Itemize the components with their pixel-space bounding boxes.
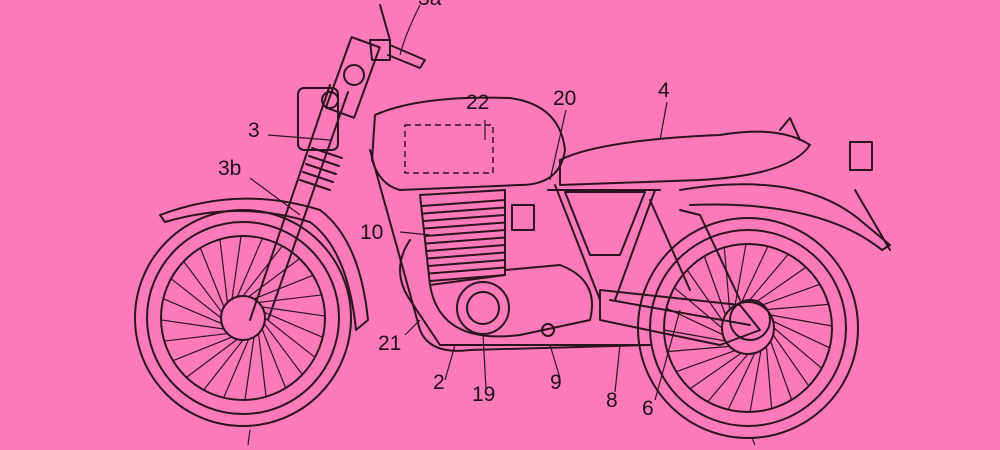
front-fender bbox=[159, 197, 369, 331]
spoke bbox=[258, 294, 322, 304]
spoke bbox=[244, 336, 255, 401]
leader-lines bbox=[247, 101, 756, 446]
spoke bbox=[261, 328, 287, 389]
spoke bbox=[773, 327, 823, 369]
cooling-fin bbox=[427, 259, 506, 267]
spoke bbox=[727, 352, 756, 410]
spoke bbox=[231, 235, 242, 300]
spoke bbox=[264, 311, 323, 338]
spoke bbox=[772, 320, 830, 349]
spoke bbox=[263, 323, 303, 375]
label-9: 9 bbox=[550, 371, 562, 394]
spoke bbox=[163, 298, 222, 325]
handlebar bbox=[369, 4, 426, 69]
spoke bbox=[203, 339, 244, 391]
spoke bbox=[170, 278, 222, 319]
exhaust bbox=[399, 239, 651, 346]
fuel-tank bbox=[371, 96, 566, 191]
label-20: 20 bbox=[553, 87, 577, 110]
label-4: 4 bbox=[658, 79, 670, 102]
cooling-fin bbox=[425, 244, 506, 252]
spoke bbox=[164, 332, 228, 342]
spoke bbox=[242, 245, 283, 297]
rear-fender bbox=[679, 183, 891, 251]
spoke bbox=[686, 269, 724, 322]
seat bbox=[559, 130, 811, 186]
spoke bbox=[740, 246, 769, 304]
cooling-fin bbox=[424, 229, 506, 237]
label-22: 22 bbox=[466, 91, 490, 114]
cooling-fin bbox=[426, 251, 506, 260]
cooling-fin bbox=[421, 199, 506, 207]
spoke bbox=[766, 303, 829, 311]
label-8: 8 bbox=[606, 389, 618, 412]
spoke bbox=[769, 340, 793, 400]
spoke bbox=[219, 239, 229, 303]
spoke bbox=[160, 319, 225, 330]
spoke bbox=[264, 317, 316, 358]
cooling-fin bbox=[422, 214, 506, 222]
unit-20 bbox=[511, 204, 535, 231]
engine bbox=[419, 189, 593, 338]
spoke bbox=[673, 287, 723, 329]
spoke bbox=[765, 346, 773, 409]
cooling-fin bbox=[429, 274, 506, 282]
label-3b: 3b bbox=[218, 157, 242, 180]
spoke bbox=[749, 350, 762, 413]
label-6: 6 bbox=[642, 397, 654, 420]
spoke bbox=[186, 338, 238, 378]
spoke bbox=[689, 352, 742, 390]
rear-wheel bbox=[637, 217, 859, 439]
label-21: 21 bbox=[378, 332, 402, 355]
spoke bbox=[248, 258, 300, 298]
spoke bbox=[772, 334, 810, 387]
spoke bbox=[703, 256, 727, 316]
cooling-fin bbox=[428, 266, 506, 275]
front-fork bbox=[249, 36, 381, 321]
label-3: 3 bbox=[248, 119, 260, 142]
label-10: 10 bbox=[360, 221, 384, 244]
spoke bbox=[676, 349, 736, 373]
spoke bbox=[723, 247, 731, 310]
front-wheel bbox=[134, 209, 352, 427]
spoke bbox=[199, 247, 225, 308]
spoke bbox=[707, 353, 749, 403]
spoke bbox=[754, 266, 807, 304]
cooling-fin bbox=[425, 236, 506, 245]
spoke bbox=[183, 261, 223, 313]
spoke bbox=[770, 314, 833, 327]
spoke bbox=[760, 283, 820, 307]
headlight bbox=[297, 87, 339, 151]
label-3a: 3a bbox=[418, 0, 441, 9]
spoke bbox=[223, 339, 250, 398]
spoke bbox=[172, 336, 233, 362]
spoke bbox=[236, 238, 263, 297]
spoke bbox=[257, 333, 267, 397]
controller-box bbox=[404, 124, 494, 174]
spoke bbox=[667, 345, 730, 353]
tail-light bbox=[849, 141, 873, 171]
cooling-fin bbox=[423, 221, 506, 230]
label-2: 2 bbox=[433, 371, 445, 394]
spoke bbox=[747, 253, 789, 303]
frame bbox=[369, 149, 751, 352]
cooling-fin bbox=[421, 206, 506, 215]
spoke bbox=[253, 274, 314, 300]
label-19: 19 bbox=[472, 383, 496, 406]
